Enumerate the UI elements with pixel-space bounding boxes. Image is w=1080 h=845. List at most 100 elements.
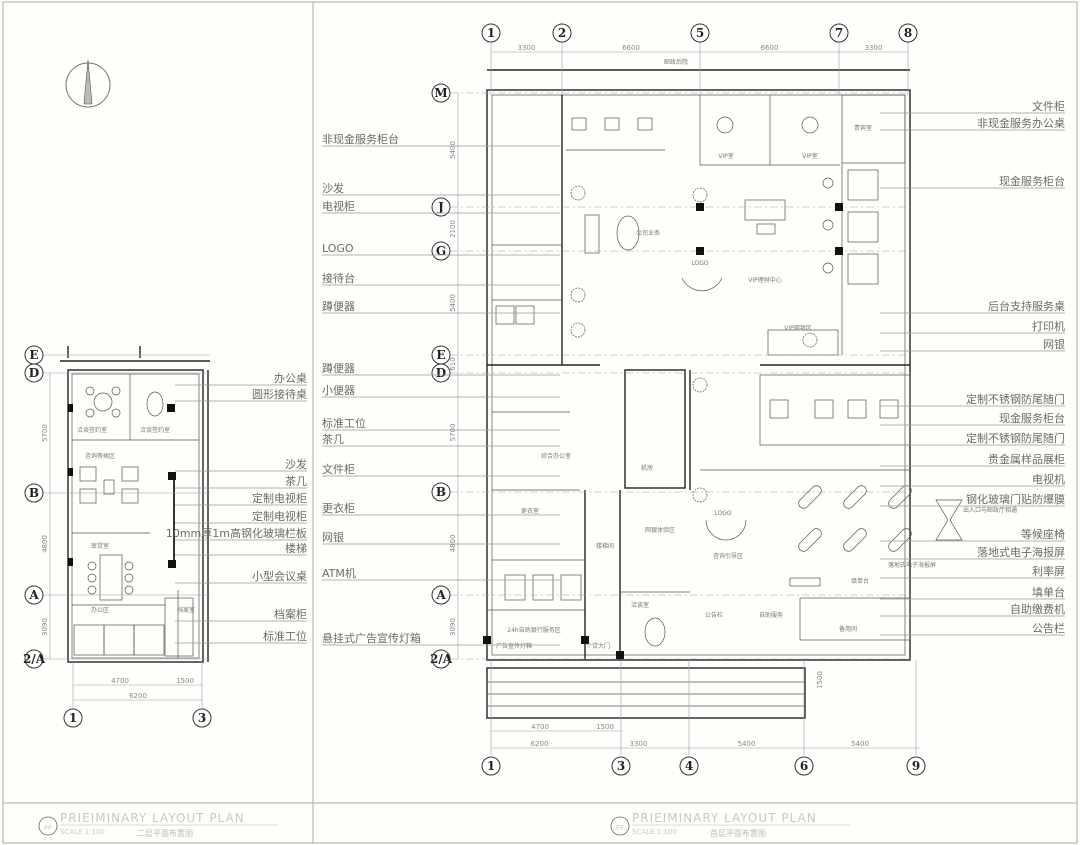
plan-scale: SCALE 1:100 [632,828,677,836]
plan-badge [610,816,630,836]
axis-bubble [431,241,451,261]
dimension-value: 6600 [761,44,779,52]
annotation-label: 填单台 [1032,585,1065,599]
axis-bubble [611,756,631,776]
structural-column [835,247,843,255]
room-label: 贵宾室 [854,124,872,132]
axis-label: J [437,200,444,214]
room-label: LOGO [691,260,709,267]
axis-label: 1 [487,26,495,40]
axis-label: E [436,348,445,362]
room-label: 个贷大门 [586,642,610,650]
room-label: 机房 [641,464,653,472]
second-floor-plan [60,346,210,663]
annotation-label: 沙发 [322,181,344,195]
dimension-value: 3300 [865,44,883,52]
axis-label: B [436,485,446,499]
dimension-value: 5400 [738,740,756,748]
annotation-label: 落地式电子海报屏 [977,545,1065,559]
annotation-labels: 办公桌圆形接待桌沙发茶几定制电视柜定制电视柜10mm厚1m高钢化玻璃栏板楼梯小型… [166,99,1065,646]
annotation-label: 小型会议桌 [252,569,307,583]
annotation-label: 档案柜 [274,607,307,621]
plan-scale: SCALE 1:100 [60,828,105,836]
axis-bubble [431,363,451,383]
annotation-label: 电视柜 [322,199,355,213]
axis-bubble [481,756,501,776]
annotation-label: LOGO [322,242,354,255]
annotation-label: 小便器 [322,384,355,397]
structural-column [696,247,704,255]
waiting-chair [798,528,822,552]
room-label: 公司业务 [636,229,660,237]
dimension-value: 4700 [111,677,129,685]
axis-bubble [24,363,44,383]
room-label: VIP室 [718,152,734,160]
axis-bubble [794,756,814,776]
structural-column [835,203,843,211]
dimension-value: 5400 [449,141,457,159]
dimension-value: 1500 [176,677,194,685]
dimension-value: 1500 [596,723,614,731]
dimension-value: 6200 [531,740,549,748]
axis-label: 7 [835,26,843,40]
room-label: 办公区 [91,606,109,614]
room-label: 自助服务 [759,611,783,619]
axis-bubble [24,585,44,605]
plant-icon [570,287,586,303]
plan-title-cn: 首层平面布置图 [710,828,766,838]
room-label: VIP室 [802,152,818,160]
structural-column [581,636,589,644]
dimension-value: 3300 [630,740,648,748]
axis-bubble [431,482,451,502]
dimension-value: 5400 [449,294,457,312]
axis-label: 9 [912,759,920,773]
axis-label: 1 [69,711,77,725]
axis-label: A [435,588,446,602]
plant-icon [570,185,586,201]
top-yard-label: 邮政后院 [664,58,688,66]
plan-badge [38,816,58,836]
annotation-label: 楼梯 [285,541,307,555]
annotation-label: 公告栏 [1032,621,1065,635]
axis-label: 4 [685,759,693,773]
structural-column [483,636,491,644]
axis-bubble [24,649,44,669]
annotation-label: 更衣柜 [322,501,355,515]
annotation-label: 蹲便器 [322,361,355,375]
annotation-label: 接待台 [322,271,355,285]
room-label: 广告宣传灯箱 [496,642,532,650]
room-label: VIP理财中心 [748,276,782,284]
axis-bubble [552,23,572,43]
dimension-value: 4800 [449,535,457,553]
axis-bubble [431,83,451,103]
dimension-value: 610 [449,357,457,370]
axis-label: 6 [800,759,808,773]
room-label: 出入口与邮政厅相通 [963,506,1017,514]
room-label: 咨询等候区 [85,452,115,460]
annotation-label: 定制不锈钢防尾随门 [966,392,1065,406]
annotation-label: 网银 [322,530,344,544]
annotation-label: 文件柜 [322,462,355,476]
dimension-value: 6200 [129,692,147,700]
annotation-label: 非现金服务柜台 [322,132,399,146]
room-label: 档案室 [177,606,195,614]
north-arrow-icon [65,59,111,108]
axis-bubble [906,756,926,776]
room-label: 洽谈签约室 [140,426,170,434]
waiting-chair [888,528,912,552]
axis-label: G [436,244,446,258]
plan-title-en: PRIEIMINARY LAYOUT PLAN [60,811,245,825]
annotation-label: 沙发 [285,457,307,471]
axis-bubble [24,483,44,503]
plant-icon [692,377,708,393]
annotation-label: 贵金属样品展柜 [988,452,1065,466]
dimension-value: 1500 [816,671,824,689]
axis-bubble [431,649,451,669]
dimension-value: 3300 [518,44,536,52]
annotation-label: 后台支持服务桌 [988,299,1065,313]
room-label: 网银体验区 [645,526,675,534]
room-label: 更衣室 [521,507,539,515]
